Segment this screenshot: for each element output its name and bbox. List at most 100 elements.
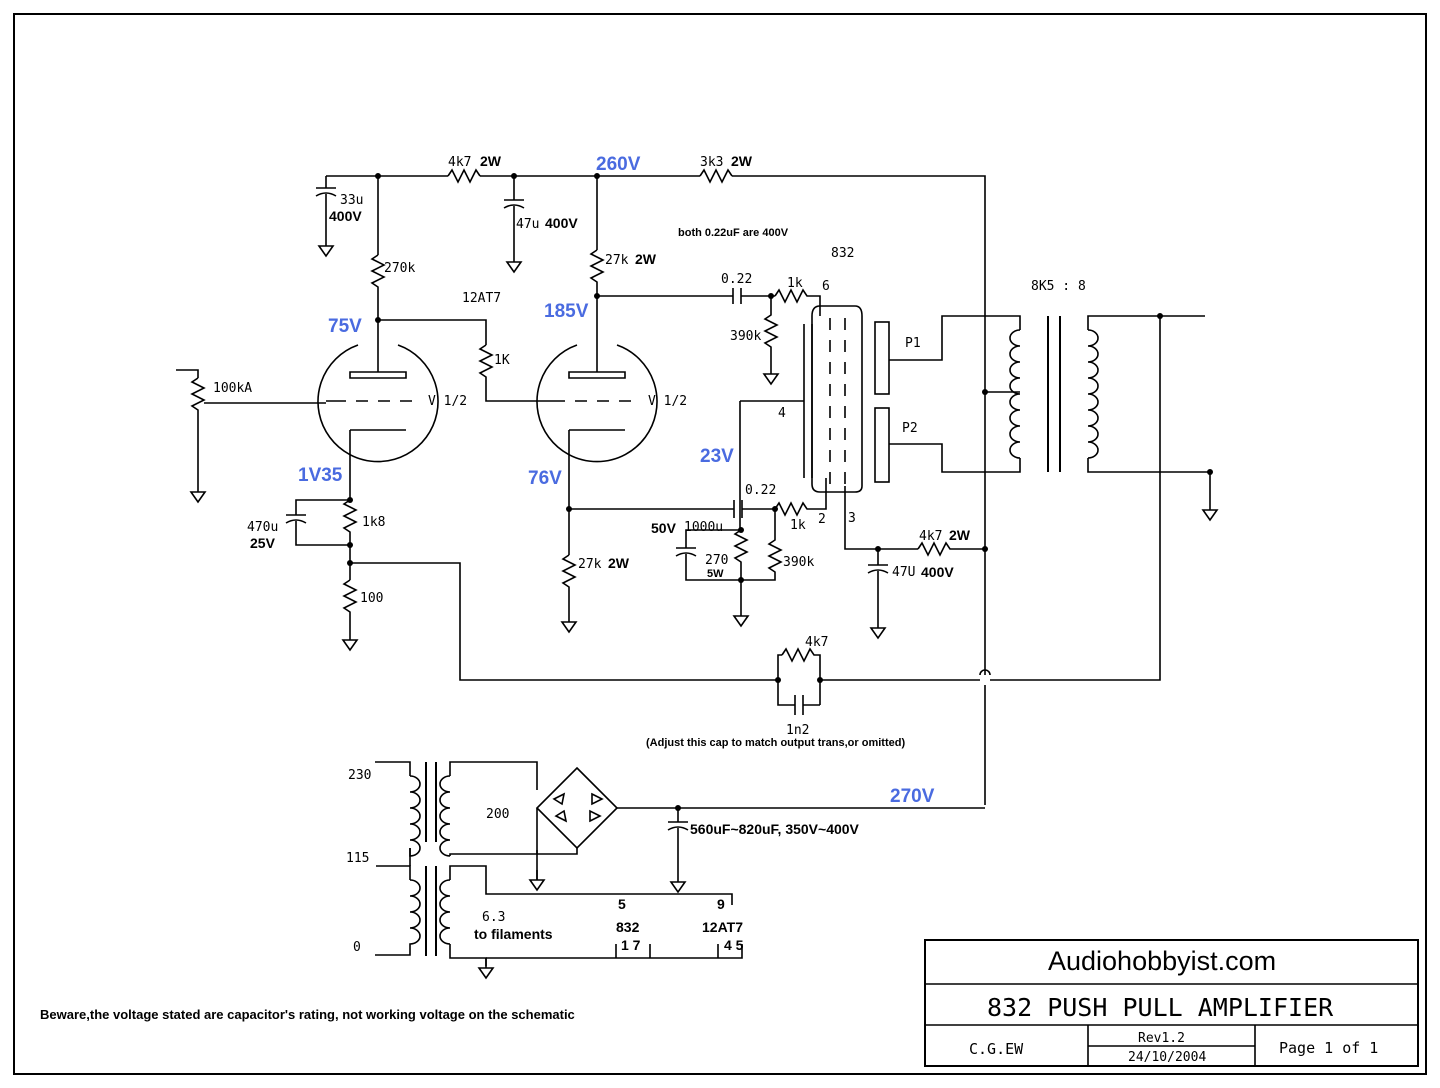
resistor-icon [699,168,733,184]
filament-tube-832: 832 [616,919,640,935]
supply-rail [315,168,986,316]
pin-3: 3 [848,511,856,526]
r-supply2-value: 3k3 [700,155,723,170]
resistor-icon [342,499,358,545]
pentode-icon [811,305,863,493]
titleblock-date: 24/10/2004 [1128,1050,1206,1065]
pin-12at7-bot: 4 5 [724,937,744,953]
feedback-network [775,647,980,715]
c-screen-value: 47U [892,565,915,580]
c-screen-volt: 400V [921,564,954,580]
titleblock-site: Audiohobbyist.com [1048,946,1276,976]
r-bot-value: 1k [790,518,806,533]
plate-p1: P1 [905,336,921,351]
titleblock-title: 832 PUSH PULL AMPLIFIER [987,993,1334,1022]
filament-label: to filaments [474,926,553,942]
r-top-value: 1k [787,276,803,291]
triode-icon [536,344,658,463]
resistor-icon [447,168,481,184]
tap-115: 115 [346,851,369,866]
c-supply1-value: 33u [340,193,363,208]
titleblock-author: C.G.EW [969,1040,1024,1058]
resistor-icon [561,554,577,612]
r-screen-watt: 2W [949,527,971,543]
pot-value: 100kA [213,381,252,396]
pin-6: 6 [822,279,830,294]
stage2-wiring [536,176,775,633]
r-top-grid-value: 390k [730,329,761,344]
voltage-76: 76V [528,468,562,489]
tap-230: 230 [348,768,371,783]
filament-voltage: 6.3 [482,910,505,925]
r-stage2-cathode: 27k [578,557,602,572]
r-feedback-ground: 100 [360,591,383,606]
resistor-icon [763,296,779,364]
voltage-260: 260V [596,154,641,175]
c-top-value: 0.22 [721,272,752,287]
resistor-icon [342,579,358,630]
stage1-wiring [176,176,778,681]
resistor-icon [917,541,985,557]
resistor-icon [478,344,560,402]
r-feedback: 4k7 [805,635,828,650]
r-supply1-value: 4k7 [448,155,471,170]
c-bot-value: 0.22 [745,483,776,498]
tube1-half-label: V 1/2 [428,394,467,409]
pin-12at7-top: 9 [717,896,725,912]
c-supply2-value: 47u [516,217,539,232]
r-supply2-watt: 2W [731,153,753,169]
r-screen-value: 4k7 [919,529,942,544]
c-feedback: 1n2 [786,723,809,738]
pin-4: 4 [778,406,786,421]
pin-2: 2 [818,512,826,527]
note-adjust-cap: (Adjust this cap to match output trans,o… [646,737,905,749]
c-cathode-832-volt: 50V [651,520,677,536]
titleblock-rev: Rev1.2 [1138,1031,1185,1046]
voltage-270: 270V [890,786,935,807]
transformer-ratio: 8K5 : 8 [1031,279,1086,294]
filament-tube-12at7: 12AT7 [702,919,743,935]
power-transformer [375,761,743,979]
triode-icon [317,344,439,463]
resistor-icon [741,509,783,581]
r-stage1-plate: 270k [384,261,415,276]
tube-12at7-label: 12AT7 [462,291,501,306]
voltage-1v35: 1V35 [298,465,343,486]
c-stage1-cathode: 470u [247,520,278,535]
r-cathode-832: 270 [705,553,728,568]
transformer-icon [979,313,1218,805]
tap-0: 0 [353,940,361,955]
drawing-border [13,13,1427,1075]
note-cap-rating: both 0.22uF are 400V [678,227,789,239]
plate-p2: P2 [902,421,918,436]
voltage-23: 23V [700,446,734,467]
resistor-icon [774,288,821,316]
r-supply1-watt: 2W [480,153,502,169]
secondary-200: 200 [486,807,509,822]
titleblock-page: Page 1 of 1 [1279,1039,1378,1057]
bridge-rectifier-icon [529,766,985,893]
pin-832-bot: 1 7 [621,937,641,953]
tube2-half-label: V 1/2 [648,394,687,409]
r-coupling: 1K [494,353,510,368]
note-beware: Beware,the voltage stated are capacitor'… [40,1007,575,1022]
resistor-icon [589,249,605,350]
r-stage2-cathode-watt: 2W [608,555,630,571]
pin-832-top: 5 [618,896,626,912]
output-stage-wiring [675,288,988,639]
r-stage2-plate: 27k [605,253,629,268]
voltage-75: 75V [328,316,362,337]
resistor-icon [190,377,206,482]
r-bot-grid-value: 390k [783,555,814,570]
c-supply2-volt: 400V [545,215,578,231]
resistor-icon [781,647,821,705]
resistor-icon [774,478,827,517]
tube-832-label: 832 [831,246,854,261]
c-main-value: 560uF~820uF, 350V~400V [690,821,860,837]
r-cathode-832-watt: 5W [707,568,724,580]
c-cathode-832: 1000u [684,520,723,535]
title-block [924,939,1419,1067]
r-stage2-plate-watt: 2W [635,251,657,267]
c-stage1-cathode-volt: 25V [250,535,276,551]
